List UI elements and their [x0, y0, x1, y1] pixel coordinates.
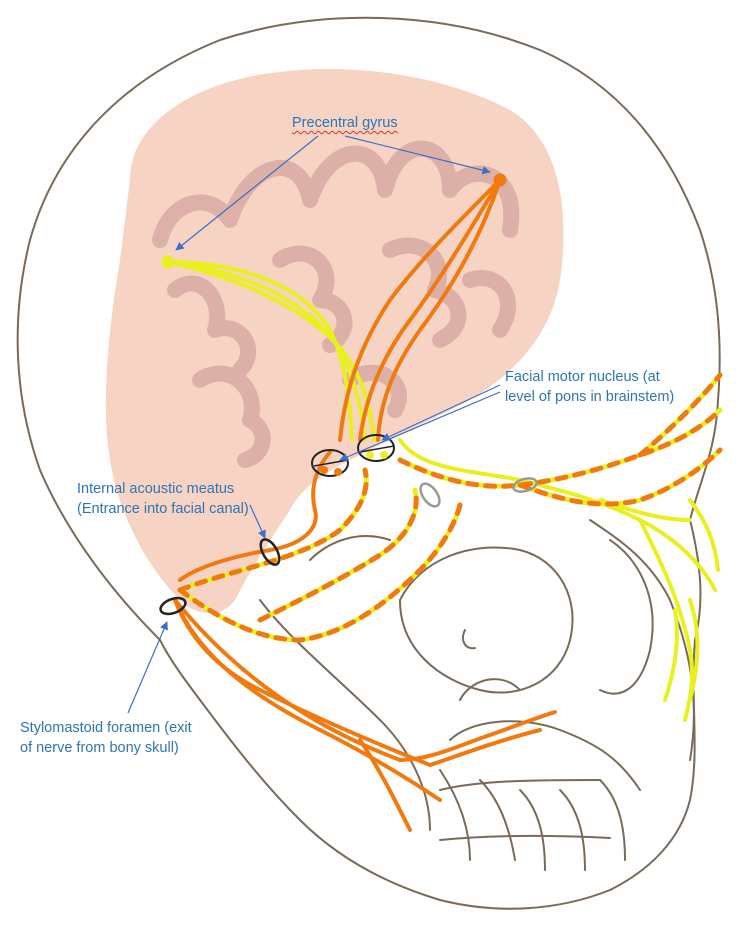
label-precentral-gyrus: Precentral gyrus	[292, 113, 398, 133]
label-stylomastoid-line2: of nerve from bony skull)	[20, 740, 179, 756]
arrow-internal-acoustic	[249, 504, 266, 539]
arrow-facial-motor-2	[339, 391, 501, 461]
orange-neuron-body	[493, 173, 507, 187]
label-stylomastoid-line1: Stylomastoid foramen (exit	[20, 720, 192, 736]
label-stylomastoid-foramen: Stylomastoid foramen (exit of nerve from…	[20, 718, 192, 758]
arrow-stylomastoid	[127, 621, 168, 714]
label-internal-acoustic-line2: (Entrance into facial canal)	[77, 501, 249, 517]
gray-foramen-ring-2	[512, 477, 538, 493]
label-internal-acoustic-meatus: Internal acoustic meatus (Entrance into …	[77, 479, 249, 519]
facial-nerve-branches-dashed	[177, 372, 723, 643]
arrow-facial-motor-1	[381, 384, 501, 441]
gray-foramen-ring-1	[419, 482, 441, 508]
label-facial-motor-nucleus: Facial motor nucleus (at level of pons i…	[505, 367, 674, 407]
yellow-neuron-body	[161, 255, 175, 269]
arrow-precentral-right	[344, 135, 491, 175]
facial-motor-nucleus-markers	[311, 434, 395, 477]
label-facial-motor-line2: level of pons in brainstem)	[505, 389, 675, 405]
stylomastoid-foramen-ring	[159, 596, 187, 616]
arrow-precentral-left	[175, 135, 319, 251]
label-internal-acoustic-line1: Internal acoustic meatus	[77, 481, 235, 497]
lower-motor-neuron-yellow	[166, 260, 720, 722]
brain-gyri	[152, 140, 520, 468]
label-facial-motor-line1: Facial motor nucleus (at	[505, 369, 660, 385]
label-precentral-text: Precentral gyrus	[292, 115, 398, 131]
upper-motor-neuron-orange	[173, 178, 557, 832]
annotation-arrows	[127, 135, 501, 714]
internal-acoustic-meatus-ring	[259, 538, 281, 566]
